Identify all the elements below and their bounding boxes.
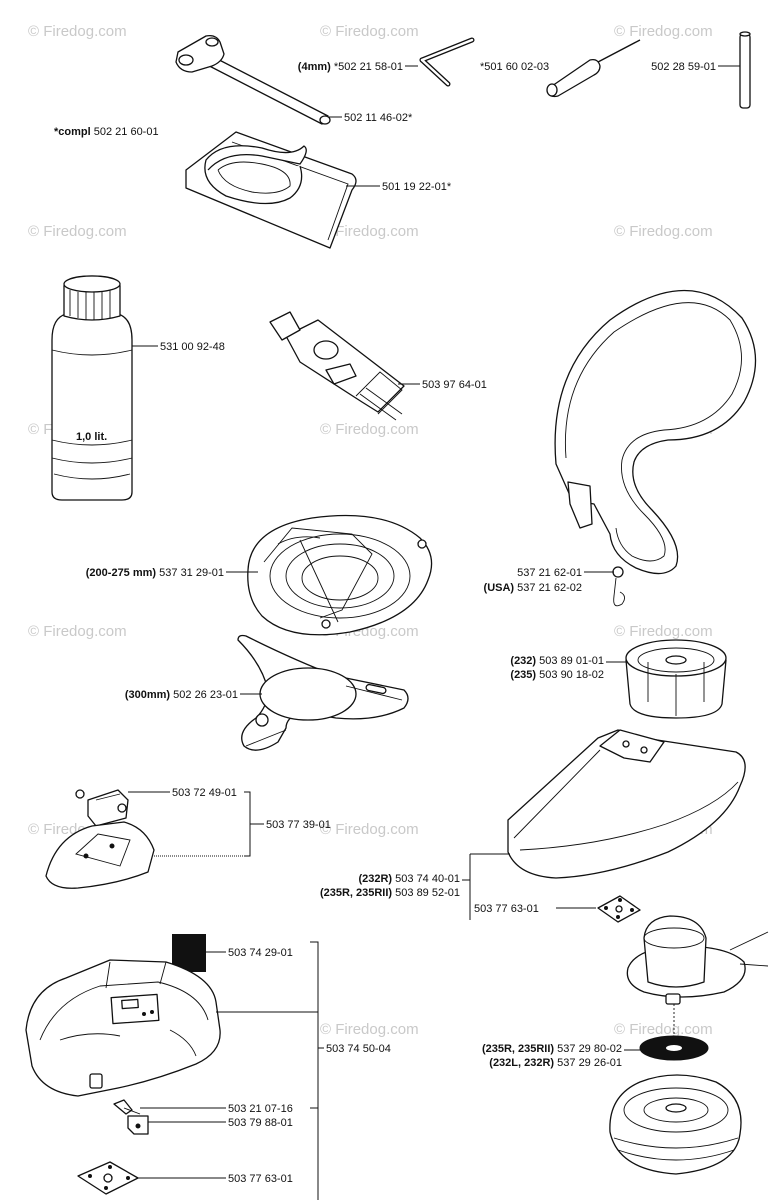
guard-200-275-illustration <box>247 514 433 636</box>
label-washer-235r: (235R, 235RII) 537 29 80-02 <box>482 1043 622 1055</box>
watermark: © Firedog.com <box>614 223 713 240</box>
watermark: © Firedog.com <box>28 623 127 640</box>
label-cap-232: (232) 503 89 01-01 <box>510 655 604 667</box>
trimmer-head-illustration <box>609 915 769 1175</box>
watermark: © Firedog.com <box>320 23 419 40</box>
pin-illustration <box>739 31 751 109</box>
label-oil-volume: 1,0 lit. <box>76 431 107 443</box>
guard-assembly-illustration <box>25 959 221 1097</box>
label-oil-bottle: 531 00 92-48 <box>160 341 225 353</box>
watermark: © Firedog.com <box>614 623 713 640</box>
label-guard-kit: 503 77 39-01 <box>266 819 331 831</box>
label-wrench: 502 11 46-02* <box>344 112 413 124</box>
label-strap: 537 21 62-01 <box>517 567 582 579</box>
plate-lower-illustration <box>77 1161 139 1195</box>
watermark: © Firedog.com <box>28 23 127 40</box>
grease-tube-illustration <box>269 311 405 421</box>
label-screw: 503 21 07-16 <box>228 1103 293 1115</box>
label-decal: 503 74 29-01 <box>228 947 293 959</box>
oil-bottle-illustration <box>51 275 133 501</box>
label-guard-assembly: 503 74 50-04 <box>326 1043 391 1055</box>
watermark: © Firedog.com <box>320 1021 419 1038</box>
screw-clip-illustration <box>113 1099 149 1135</box>
label-plate-upper: 503 77 63-01 <box>474 903 539 915</box>
watermark: © Firedog.com <box>320 821 419 838</box>
label-grease-tube: 503 97 64-01 <box>422 379 487 391</box>
watermark: © Firedog.com <box>320 223 419 240</box>
label-pin: 502 28 59-01 <box>651 61 716 73</box>
label-strap-usa: (USA) 537 21 62-02 <box>484 582 582 594</box>
guard-300-illustration <box>237 634 409 751</box>
label-cap-235: (235) 503 90 18-02 <box>510 669 604 681</box>
watermark: © Firedog.com <box>614 1021 713 1038</box>
label-harness-bag: 501 19 22-01* <box>382 181 452 193</box>
label-hex-key: (4mm) *502 21 58-01 <box>298 61 403 73</box>
strap-illustration <box>554 289 757 607</box>
harness-bag-illustration <box>185 131 357 249</box>
label-plate-lower: 503 77 63-01 <box>228 1173 293 1185</box>
large-shield-illustration <box>507 729 746 879</box>
bracket-illustration <box>75 789 129 827</box>
watermark: © Firedog.com <box>320 421 419 438</box>
watermark: © Firedog.com <box>614 23 713 40</box>
plate-upper-illustration <box>597 895 641 923</box>
label-harness-bag-compl: *compl 502 21 60-01 <box>54 126 159 138</box>
label-washer-232l: (232L, 232R) 537 29 26-01 <box>489 1057 622 1069</box>
label-guard-300: (300mm) 502 26 23-01 <box>125 689 238 701</box>
label-screwdriver: *501 60 02-03 <box>480 61 549 73</box>
label-guard-200-275: (200-275 mm) 537 31 29-01 <box>86 567 224 579</box>
spool-cap-illustration <box>625 639 727 719</box>
label-shield-232r: (232R) 503 74 40-01 <box>358 873 460 885</box>
screwdriver-illustration <box>546 39 641 98</box>
wrench-illustration <box>175 34 331 125</box>
label-clip: 503 79 88-01 <box>228 1117 293 1129</box>
label-bracket: 503 72 49-01 <box>172 787 237 799</box>
label-shield-235r: (235R, 235RII) 503 89 52-01 <box>320 887 460 899</box>
small-guard-illustration <box>45 821 155 889</box>
hex-key-illustration <box>419 37 475 87</box>
watermark: © Firedog.com <box>28 223 127 240</box>
